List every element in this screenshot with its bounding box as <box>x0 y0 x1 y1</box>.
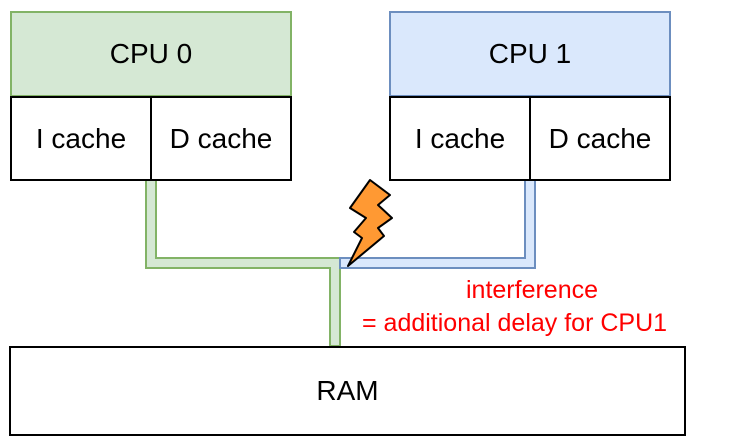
cpu0-icache: I cache <box>10 96 152 181</box>
cpu0-title: CPU 0 <box>10 11 292 97</box>
interference-label: interference <box>466 276 599 304</box>
delay-label: = additional delay for CPU1 <box>362 309 668 337</box>
cpu1-dcache: D cache <box>529 96 671 181</box>
cpu0-dcache: D cache <box>150 96 292 181</box>
cpu1-title: CPU 1 <box>389 11 671 97</box>
cpu1-icache: I cache <box>389 96 531 181</box>
ram-block: RAM <box>9 346 686 436</box>
cpu0-bus <box>145 179 341 347</box>
lightning-bolt-icon <box>347 179 393 267</box>
